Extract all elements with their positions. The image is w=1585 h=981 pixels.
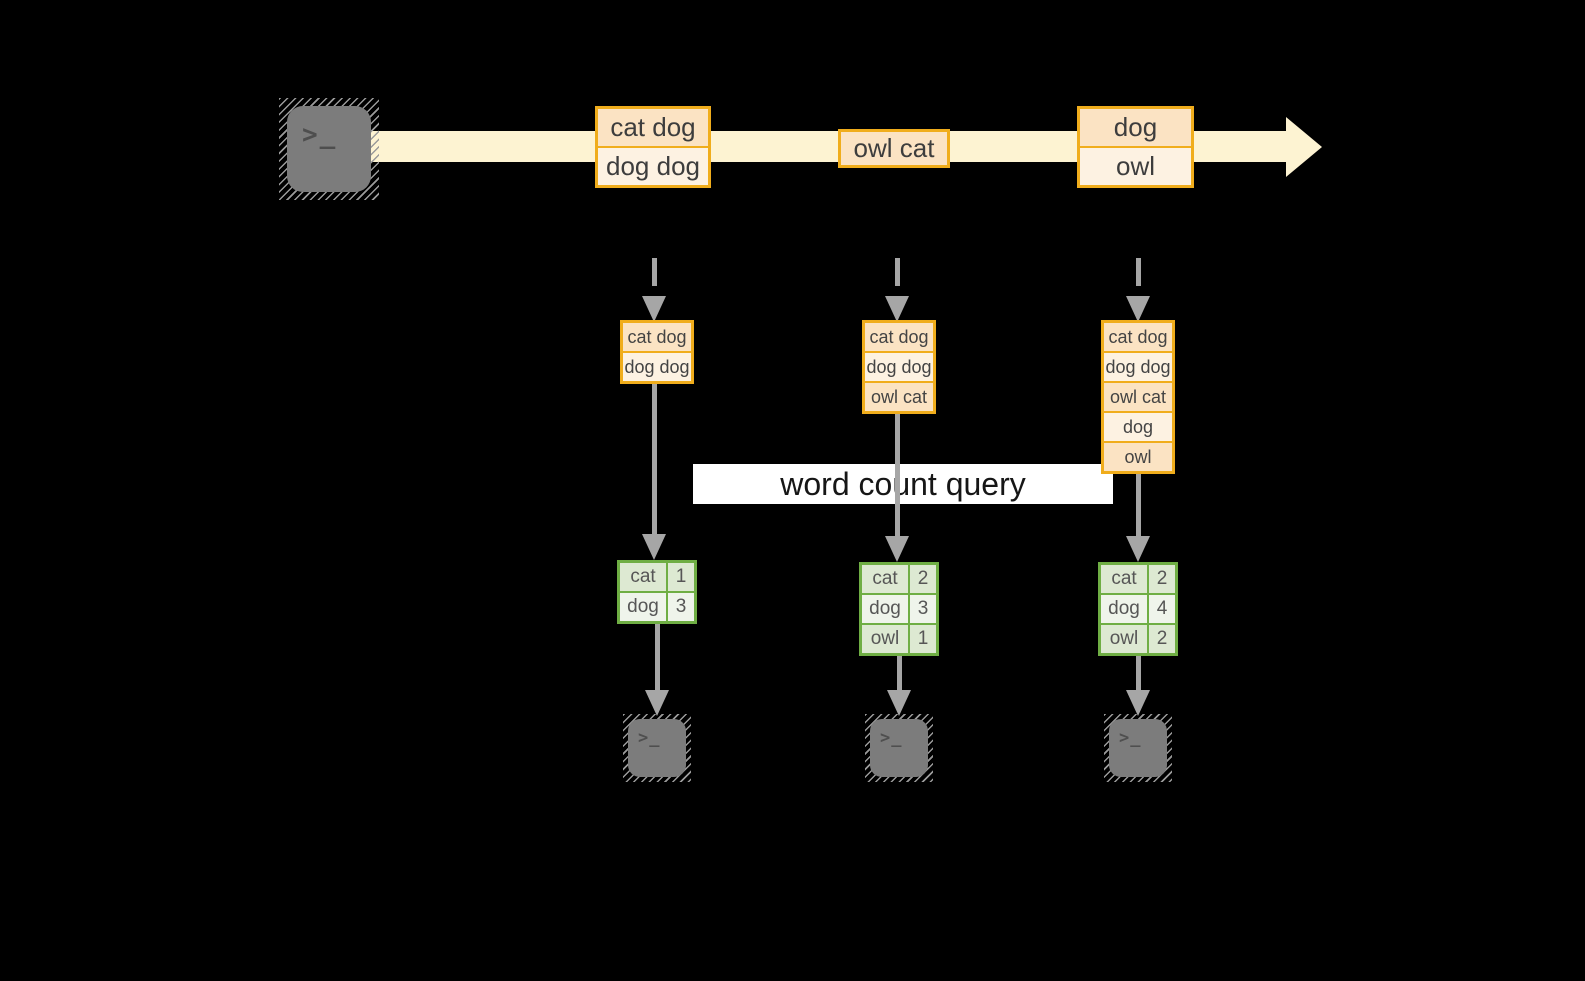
arrow-dash bbox=[894, 258, 900, 286]
arrow-shaft bbox=[1135, 474, 1141, 536]
table-count-cell: 1 bbox=[910, 625, 936, 653]
table-word-cell: dog bbox=[620, 593, 666, 621]
word-count-table-3: cat 2 dog 4 owl 2 bbox=[1098, 562, 1178, 656]
stream-event-box-3: dog owl bbox=[1077, 106, 1194, 188]
buffer-cell: dog dog bbox=[1104, 353, 1172, 381]
table-word-cell: owl bbox=[862, 625, 908, 653]
stream-event-cell: dog bbox=[1080, 109, 1191, 146]
table-word-cell: dog bbox=[1101, 595, 1147, 623]
buffer-cell: dog dog bbox=[623, 353, 691, 381]
source-terminal-icon: >_ bbox=[279, 98, 379, 200]
arrowhead-icon bbox=[642, 296, 666, 322]
buffer-cell: owl cat bbox=[865, 383, 933, 411]
output-terminal-icon-2: >_ bbox=[865, 714, 933, 782]
table-word-cell: cat bbox=[862, 565, 908, 593]
processing-arrow-3 bbox=[1126, 474, 1150, 562]
buffer-cell: dog bbox=[1104, 413, 1172, 441]
word-count-query-label: word count query bbox=[693, 464, 1113, 504]
batch-buffer-stack-3: cat dog dog dog owl cat dog owl bbox=[1101, 320, 1175, 474]
arrowhead-icon bbox=[1126, 690, 1150, 716]
terminal-screen: >_ bbox=[628, 719, 686, 777]
processing-arrow-1 bbox=[642, 384, 666, 560]
word-count-table-1: cat 1 dog 3 bbox=[617, 560, 697, 624]
output-arrow-2 bbox=[887, 656, 911, 716]
arrowhead-icon bbox=[885, 296, 909, 322]
arrow-dash bbox=[1135, 258, 1141, 286]
micro-batch-arrow-1 bbox=[642, 258, 666, 322]
buffer-cell: cat dog bbox=[623, 323, 691, 351]
arrow-shaft bbox=[651, 384, 657, 534]
stream-event-box-1: cat dog dog dog bbox=[595, 106, 711, 188]
table-word-cell: owl bbox=[1101, 625, 1147, 653]
stream-event-cell: owl cat bbox=[841, 132, 947, 165]
terminal-screen: >_ bbox=[287, 106, 371, 192]
micro-batch-arrow-2 bbox=[885, 258, 909, 322]
stream-event-cell: cat dog bbox=[598, 109, 708, 146]
table-word-cell: dog bbox=[862, 595, 908, 623]
buffer-cell: owl bbox=[1104, 443, 1172, 471]
buffer-cell: cat dog bbox=[1104, 323, 1172, 351]
arrow-shaft bbox=[1135, 656, 1141, 690]
batch-buffer-stack-1: cat dog dog dog bbox=[620, 320, 694, 384]
stream-event-box-2: owl cat bbox=[838, 129, 950, 168]
buffer-cell: owl cat bbox=[1104, 383, 1172, 411]
buffer-cell: dog dog bbox=[865, 353, 933, 381]
stream-event-cell: owl bbox=[1080, 148, 1191, 185]
terminal-prompt-glyph: >_ bbox=[1119, 728, 1142, 748]
terminal-prompt-glyph: >_ bbox=[880, 728, 903, 748]
table-count-cell: 3 bbox=[668, 593, 694, 621]
processing-arrow-2 bbox=[885, 414, 909, 562]
output-terminal-icon-3: >_ bbox=[1104, 714, 1172, 782]
arrow-shaft bbox=[894, 414, 900, 536]
arrowhead-icon bbox=[642, 534, 666, 560]
table-count-cell: 2 bbox=[1149, 565, 1175, 593]
output-arrow-3 bbox=[1126, 656, 1150, 716]
output-terminal-icon-1: >_ bbox=[623, 714, 691, 782]
terminal-screen: >_ bbox=[870, 719, 928, 777]
terminal-prompt-glyph: >_ bbox=[302, 120, 338, 150]
table-count-cell: 2 bbox=[910, 565, 936, 593]
word-count-table-2: cat 2 dog 3 owl 1 bbox=[859, 562, 939, 656]
arrowhead-icon bbox=[885, 536, 909, 562]
table-count-cell: 2 bbox=[1149, 625, 1175, 653]
arrowhead-icon bbox=[887, 690, 911, 716]
terminal-prompt-glyph: >_ bbox=[638, 728, 661, 748]
arrow-dash bbox=[651, 258, 657, 286]
terminal-screen: >_ bbox=[1109, 719, 1167, 777]
table-count-cell: 4 bbox=[1149, 595, 1175, 623]
arrow-shaft bbox=[896, 656, 902, 690]
output-arrow-1 bbox=[645, 624, 669, 716]
arrowhead-icon bbox=[1126, 536, 1150, 562]
micro-batch-arrow-3 bbox=[1126, 258, 1150, 322]
stream-arrowhead-icon bbox=[1286, 117, 1322, 177]
table-word-cell: cat bbox=[620, 563, 666, 591]
arrowhead-icon bbox=[1126, 296, 1150, 322]
table-count-cell: 1 bbox=[668, 563, 694, 591]
table-count-cell: 3 bbox=[910, 595, 936, 623]
batch-buffer-stack-2: cat dog dog dog owl cat bbox=[862, 320, 936, 414]
stream-event-cell: dog dog bbox=[598, 148, 708, 185]
arrow-shaft bbox=[654, 624, 660, 690]
arrowhead-icon bbox=[645, 690, 669, 716]
table-word-cell: cat bbox=[1101, 565, 1147, 593]
buffer-cell: cat dog bbox=[865, 323, 933, 351]
